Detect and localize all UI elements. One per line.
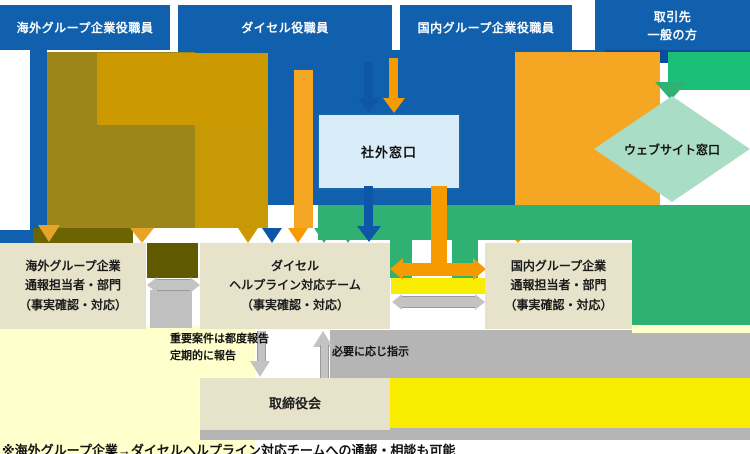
arrow-external-to-team-shaft [364, 186, 373, 226]
header-domestic-employees: 国内グループ企業役職員 [400, 5, 572, 50]
arrow-board-to-team-head [313, 331, 333, 347]
link-team-domestic-bar [402, 296, 475, 308]
arrow-external-to-team-head [357, 226, 381, 242]
arrow-team-head-orange [288, 228, 308, 243]
arrow-orange-t-shaft [431, 186, 447, 268]
header-daicel-label: ダイセル役職員 [241, 20, 329, 35]
link-overseas-team-head-right [190, 277, 200, 293]
header-partners-public: 取引先 一般の方 [595, 0, 750, 52]
zone-gray-center [330, 330, 750, 378]
domestic-contact-box: 国内グループ企業 通報担当者・部門 （事実確認・対応） [485, 243, 632, 329]
website-window-label: ウェブサイト窓口 [623, 142, 720, 157]
arrow-overseas-head-1 [38, 225, 60, 242]
arrow-overseas-head-2 [130, 228, 154, 243]
footnote: ※海外グループ企業→ダイセルヘルプライン対応チームへの通報・相談も可能 [2, 443, 456, 454]
zone-cream-bottom-left [0, 428, 200, 454]
domestic-contact-line2: 通報担当者・部門 [510, 278, 607, 293]
report-label-line2: 定期的に報告 [170, 350, 236, 362]
external-window-label: 社外窓口 [360, 145, 417, 160]
report-label-line1: 重要案件は都度報告 [170, 333, 269, 345]
header-daicel-employees: ダイセル役職員 [178, 5, 392, 50]
arrow-board-to-team-shaft [320, 345, 329, 378]
board-box: 取締役会 [200, 378, 390, 430]
header-domestic-label: 国内グループ企業役職員 [417, 20, 555, 35]
zone-yellow-gap-sliver [391, 278, 485, 294]
blue-backdrop-left-strip [30, 50, 47, 243]
link-overseas-team-head-left [147, 277, 157, 293]
arrow-daicel-channel-orange [294, 70, 313, 228]
arrow-report-to-board-head [250, 361, 270, 377]
external-window-box: 社外窓口 [317, 113, 461, 190]
arrow-orange-t-head-left [390, 258, 403, 280]
daicel-team-box: ダイセル ヘルプライン対応チーム （事実確認・対応） [200, 243, 390, 329]
arrow-orange-t-head-right [473, 258, 486, 280]
overseas-contact-line1: 海外グループ企業 [25, 259, 121, 274]
overseas-contact-box: 海外グループ企業 通報担当者・部門 （事実確認・対応） [0, 243, 146, 329]
daicel-team-line2: ヘルプライン対応チーム [229, 278, 361, 293]
board-label: 取締役会 [268, 395, 321, 411]
domestic-contact-line1: 国内グループ企業 [510, 259, 607, 274]
arrow-into-external-navy-head [358, 98, 380, 113]
overseas-contact-line2: 通報担当者・部門 [24, 278, 121, 293]
arrow-into-external-orange-shaft [389, 58, 398, 100]
link-team-domestic-arrow [392, 294, 485, 310]
link-overseas-team-arrow [147, 277, 200, 293]
arrow-into-external-orange-head [383, 98, 405, 113]
arrow-team-head-green-1 [314, 228, 334, 243]
arrow-overseas-channel-gold-top [97, 53, 268, 125]
blue-backdrop-overseas-boxtop [0, 230, 33, 243]
daicel-team-line1: ダイセル [270, 259, 319, 274]
link-overseas-team-bar [157, 279, 190, 291]
arrow-team-head-navy [262, 228, 282, 243]
arrow-team-head-gold [238, 228, 258, 243]
arrow-report-to-board-shaft [257, 331, 266, 364]
arrow-daicel-channel-gold [195, 125, 268, 228]
arrow-partners-head [655, 82, 687, 100]
link-team-domestic-head-left [392, 294, 402, 310]
zone-cream-right-sliver [632, 325, 750, 333]
instruction-label: 必要に応じ指示 [332, 346, 409, 358]
arrow-team-head-green-2 [338, 228, 358, 243]
arrow-into-external-navy-shaft [364, 62, 373, 100]
header-partners-label-line2: 一般の方 [647, 28, 698, 42]
header-partners-label-line1: 取引先 [653, 10, 692, 24]
gray-gap-column [150, 290, 192, 328]
zone-yellow-right [390, 378, 750, 428]
header-overseas-label: 海外グループ企業役職員 [16, 20, 154, 35]
link-team-domestic-head-right [475, 294, 485, 310]
header-overseas-employees: 海外グループ企業役職員 [0, 5, 170, 50]
zone-gray-bottom-strip [200, 428, 750, 440]
overseas-contact-line3: （事実確認・対応） [18, 297, 127, 312]
domestic-contact-line3: （事実確認・対応） [504, 297, 613, 312]
arrow-overseas-channel-gap-olive [147, 243, 198, 278]
daicel-team-line3: （事実確認・対応） [240, 297, 349, 312]
arrow-orange-t-bar [402, 263, 474, 276]
